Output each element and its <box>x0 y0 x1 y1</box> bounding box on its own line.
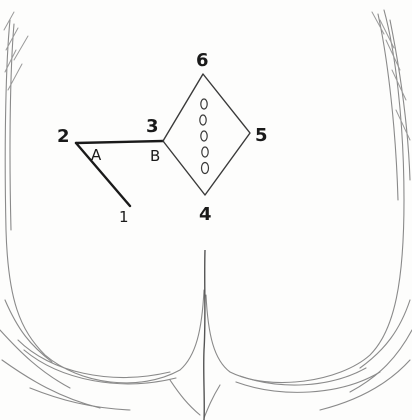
label-point-5: 5 <box>255 125 268 146</box>
label-point-2: 2 <box>57 126 70 147</box>
gluteal-cleft <box>204 250 205 420</box>
hatching-top-right <box>372 12 410 140</box>
sinus-openings <box>200 99 209 174</box>
segment-2-3 <box>76 141 163 143</box>
right-buttock-outline <box>204 10 412 418</box>
label-point-6: 6 <box>196 50 209 71</box>
rhomboid-excision <box>163 74 250 195</box>
label-point-4: 4 <box>199 204 212 225</box>
label-point-3: 3 <box>146 116 159 137</box>
label-angle-a: A <box>91 146 102 164</box>
segment-2-1 <box>76 143 130 206</box>
left-buttock-outline <box>0 20 204 415</box>
label-point-1: 1 <box>119 208 129 226</box>
label-angle-b: B <box>150 147 160 165</box>
